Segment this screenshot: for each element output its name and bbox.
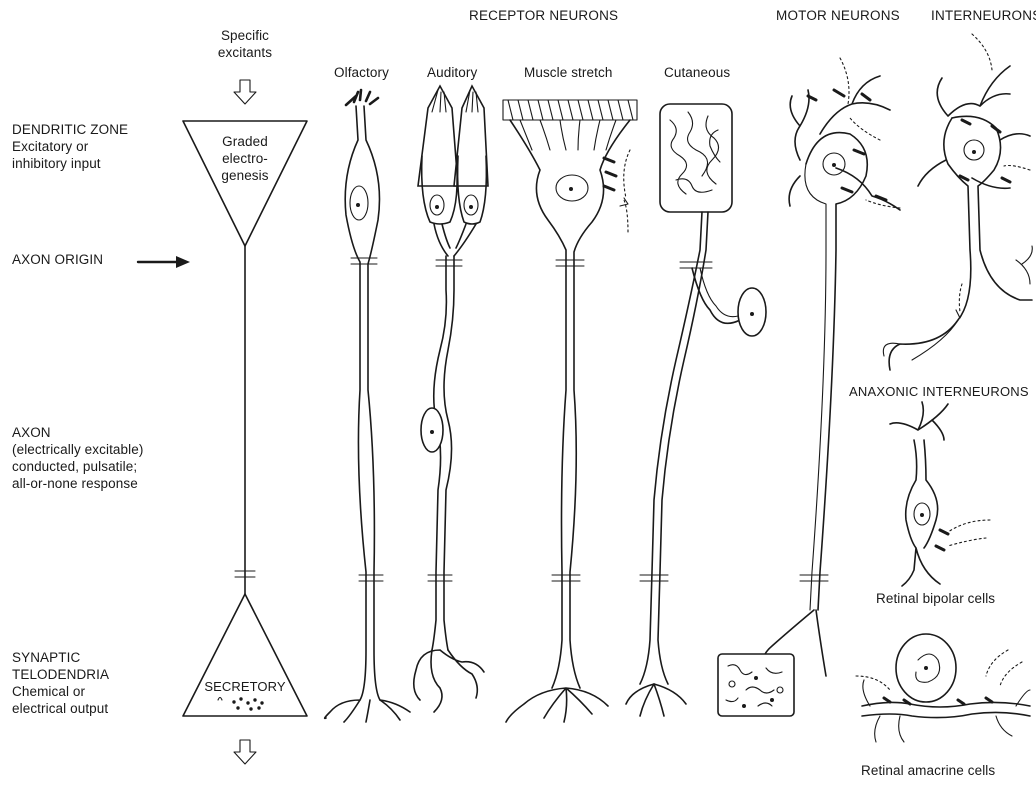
muscle-stretch-neuron [503,100,637,722]
auditory-neuron [414,86,488,712]
retinal-amacrine-cell [856,634,1030,742]
output-arrow-icon [234,740,256,764]
telodendria-triangle [183,594,307,716]
axon-origin-arrow [138,256,190,268]
schematic-neuron [183,80,307,764]
vesicle-dots [218,697,264,710]
retinal-bipolar-cell [890,402,990,586]
olfactory-neuron [325,90,410,722]
interneuron [883,34,1032,370]
cutaneous-neuron [626,104,766,716]
dendritic-triangle [183,121,307,246]
input-arrow-icon [234,80,256,104]
motor-neuron [718,58,900,716]
